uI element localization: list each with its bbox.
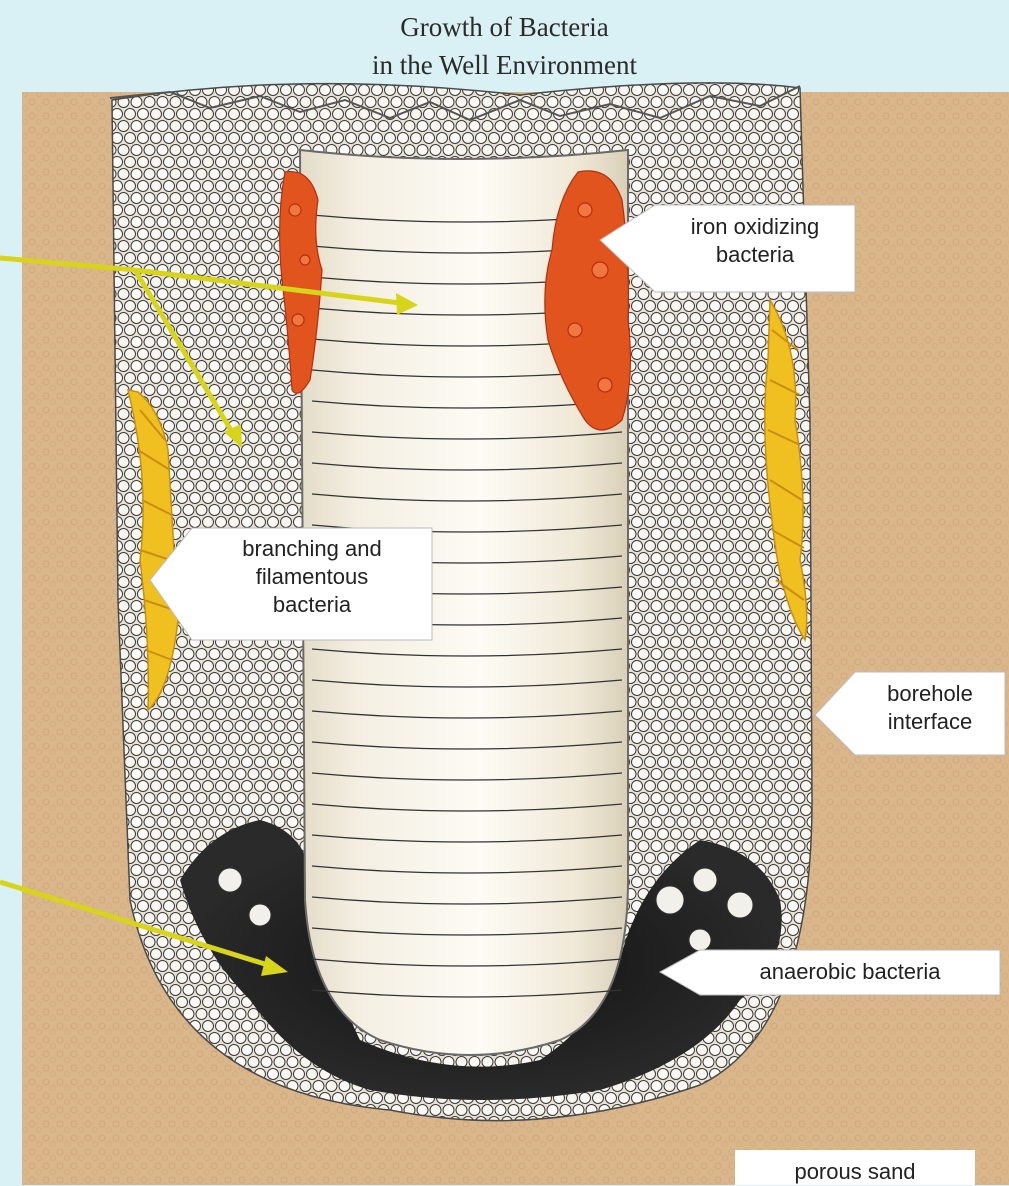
label-borehole-line-1: borehole xyxy=(855,680,1005,708)
diagram-title-line-2: in the Well Environment xyxy=(0,48,1009,82)
label-branching-line-1: branching and xyxy=(192,535,432,563)
label-iron-line-2: bacteria xyxy=(655,241,855,269)
diagram-title-line-1: Growth of Bacteria xyxy=(0,10,1009,44)
label-iron-oxidizing-bacteria: iron oxidizing bacteria xyxy=(655,213,855,269)
label-iron-line-1: iron oxidizing xyxy=(655,213,855,241)
label-anaerobic-bacteria: anaerobic bacteria xyxy=(700,958,1000,986)
label-borehole-line-2: interface xyxy=(855,708,1005,736)
label-borehole-interface: borehole interface xyxy=(855,680,1005,736)
label-branching-line-2: filamentous xyxy=(192,563,432,591)
label-porous-sand: porous sand xyxy=(735,1158,975,1186)
label-branching-filamentous-bacteria: branching and filamentous bacteria xyxy=(192,535,432,619)
label-branching-line-3: bacteria xyxy=(192,591,432,619)
